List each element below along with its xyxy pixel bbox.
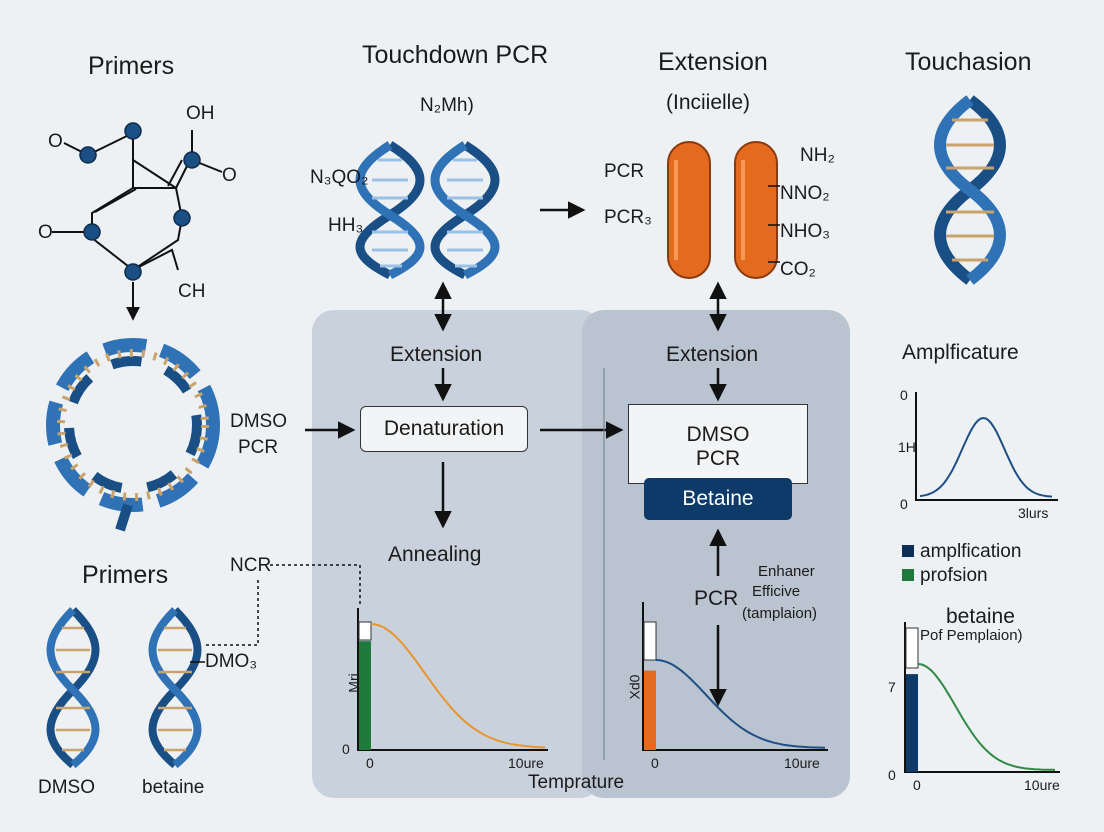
label-o-bottom: O	[38, 222, 53, 243]
chart1-ylabel: Mri	[345, 673, 362, 693]
chart1-xtick-0: 0	[366, 755, 374, 771]
label-pcr3: PCR₃	[604, 207, 652, 228]
denaturation-box: Denaturation	[360, 406, 528, 452]
label-nh2: NH₂	[800, 145, 835, 166]
touchasion-helix	[934, 95, 1006, 285]
chart4-curve	[917, 663, 1056, 771]
circular-dna	[46, 338, 220, 532]
orange-capsules	[667, 141, 780, 279]
ncr-dashed-link	[205, 564, 361, 646]
chart4-xtick-1: 10ure	[1024, 777, 1060, 793]
label-pcr-top: PCR	[604, 161, 645, 182]
label-n2mh: N₂Mh)	[420, 95, 474, 116]
chart2-curve	[655, 659, 826, 749]
chart1-bar	[359, 641, 371, 750]
label-annealing: Annealing	[388, 543, 482, 566]
label-ncr: NCR	[230, 555, 272, 576]
bottom-left-helices	[46, 607, 205, 769]
label-betaine-bottom: betaine	[142, 777, 205, 798]
chart4-bar	[906, 674, 918, 772]
label-pcr-left: PCR	[238, 437, 279, 458]
label-o-left: O	[48, 131, 63, 152]
label-oh: OH	[186, 103, 215, 124]
title-touchdown-pcr: Touchdown PCR	[362, 41, 549, 69]
label-hh3: HH₃	[328, 215, 364, 236]
title-primers-bottom: Primers	[82, 561, 169, 589]
legend-swatch-profsion	[902, 569, 914, 581]
label-n3qo2: N₃QO₂	[310, 167, 369, 188]
molecule-atoms	[79, 122, 201, 281]
label-dmso-left: DMSO	[230, 411, 287, 432]
chart4-xtick-0: 0	[913, 777, 921, 793]
chart-3	[915, 392, 1058, 501]
chart-1	[357, 608, 548, 751]
chart1-ytick-0: 0	[342, 741, 350, 757]
label-nho3: NHO₃	[780, 221, 830, 242]
chart3-ytick-2: 0	[900, 496, 908, 512]
label-dmso-bottom: DMSO	[38, 777, 95, 798]
label-o-right: O	[222, 165, 237, 186]
label-nno2: NNO₂	[780, 183, 830, 204]
legend-swatch-amplification	[902, 545, 914, 557]
chart4-ytick-0: 7	[888, 679, 896, 695]
chart3-curve	[919, 416, 1053, 498]
title-extension: Extension	[658, 48, 768, 76]
box-pcr-label: PCR	[695, 447, 741, 471]
chart1-curve	[370, 623, 546, 749]
chart4-ytick-1: 0	[888, 767, 896, 783]
label-pcr-right: PCR	[694, 587, 739, 610]
chart2-bar	[644, 670, 656, 750]
chart-4	[904, 622, 1060, 773]
chart3-ytick-1: 1H	[898, 439, 916, 455]
touchdown-helices	[355, 141, 500, 280]
chart2-xtick-1: 10ure	[784, 755, 820, 771]
betaine-button: Betaine	[644, 478, 792, 520]
title-touchasion: Touchasion	[905, 48, 1032, 76]
label-extension-right: Extension	[666, 343, 759, 366]
legend-amplification: amplfication	[920, 541, 1022, 562]
label-ch: CH	[178, 281, 206, 302]
label-enhancer-1: Enhaner	[758, 563, 815, 580]
label-inciielle: (Inciielle)	[666, 91, 751, 114]
chart3-xtick-1: 3lurs	[1018, 505, 1049, 521]
chart3-ytick-0: 0	[900, 387, 908, 403]
label-dmo3: DMO₃	[205, 651, 258, 672]
label-co2: CO₂	[780, 259, 816, 280]
label-enhancer-3: (tamplaion)	[742, 605, 818, 622]
chart4-title: betaine	[946, 605, 1015, 628]
legend-profsion: profsion	[920, 565, 988, 586]
label-temperature: Temprature	[528, 772, 625, 793]
chart2-xtick-0: 0	[651, 755, 659, 771]
chart2-ylabel: Xd0	[626, 674, 643, 700]
label-extension-left: Extension	[390, 343, 483, 366]
chart3-title: Amplficature	[902, 341, 1019, 364]
chart-2	[642, 602, 828, 751]
dmso-pcr-box: DMSO PCR	[628, 404, 808, 484]
label-enhancer-2: Efficive	[752, 583, 801, 600]
chart1-xtick-1: 10ure	[508, 755, 544, 771]
chart4-subtitle: Pof Pemplaion)	[920, 627, 1023, 644]
box-dmso-label: DMSO	[686, 423, 750, 446]
title-primers-top: Primers	[88, 52, 175, 80]
